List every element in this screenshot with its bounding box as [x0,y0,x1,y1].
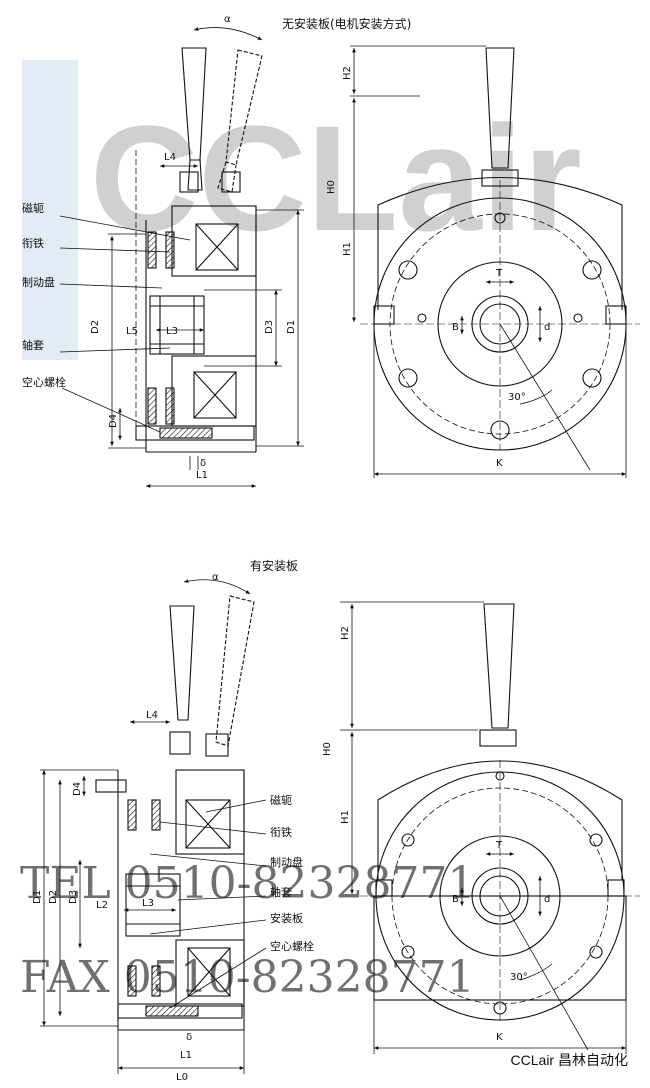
dim-angle-bottom: 30° [510,972,528,983]
bottom-side-view [40,579,267,1074]
watermark-fax: FAX 0510-82328771 [20,952,475,1003]
dim-h1-top: H1 [342,242,353,256]
label-yoke-bottom: 磁轭 [270,793,292,807]
dim-alpha-top: α [224,14,231,25]
dim-d2-bottom: D2 [48,890,59,904]
dim-d2-top: D2 [90,320,101,334]
dim-h0-bottom: H0 [322,742,333,756]
dim-b-top: B [452,322,459,333]
dim-d4-bottom: D4 [72,782,83,796]
dim-l5-top: L5 [126,326,138,337]
dim-d3-top: D3 [264,320,275,334]
dim-t-top: T [495,268,503,279]
dim-d1-top: D1 [286,320,297,334]
dim-h1-bottom: H1 [340,810,351,824]
dim-alpha-bottom: α [212,572,219,583]
dim-h0-top: H0 [326,180,337,194]
dim-l3-bottom: L3 [142,898,154,909]
dim-d3-bottom: D3 [68,890,79,904]
dim-d-top: d [544,322,550,333]
dim-l4-bottom: L4 [146,710,158,721]
dim-b-bottom: B [452,894,459,905]
label-disc-bottom: 制动盘 [270,855,303,869]
dim-l2-bottom: L2 [96,900,108,911]
watermark-contact: TEL 0510-82328771 FAX 0510-82328771 [20,858,475,1003]
dim-delta-top: δ [200,458,206,469]
footer-brand: CCLair 昌林自动化 [510,1052,628,1068]
dim-d-bottom: d [544,894,550,905]
dim-l1-top: L1 [196,470,208,481]
top-side-view [59,27,304,488]
dim-angle-top: 30° [508,392,526,403]
top-front-labels: H2 H0 H1 T B d 30° K [326,66,550,469]
label-armature-top: 衔铁 [22,237,44,250]
top-side-labels: 无安装板(电机安装方式) 磁轭 衔铁 制动盘 轴套 空心螺栓 α L4 L5 L… [22,14,411,481]
dim-h2-top: H2 [342,66,353,80]
dim-k-top: K [496,458,503,469]
dim-l0-bottom: L0 [176,1072,188,1083]
bottom-side-labels: 有安装板 磁轭 衔铁 制动盘 轴套 安装板 空心螺栓 α L4 L2 L3 L1… [32,558,314,1083]
label-plate-bottom: 安装板 [270,911,303,925]
dim-l1-bottom: L1 [180,1050,192,1061]
label-bolt-top: 空心螺栓 [22,375,66,389]
dim-k-bottom: K [496,1032,503,1043]
label-sleeve-bottom: 轴套 [270,885,292,899]
label-disc-top: 制动盘 [22,275,55,289]
label-bolt-bottom: 空心螺栓 [270,939,314,953]
watermark-tel: TEL 0510-82328771 [20,858,475,909]
label-sleeve-top: 轴套 [22,338,44,352]
bottom-front-labels: H2 H0 H1 T B d 30° K [322,626,550,1043]
dim-d4-top: D4 [108,414,119,428]
label-armature-bottom: 衔铁 [270,826,292,839]
dim-l4-top: L4 [164,152,176,163]
dim-t-bottom: T [495,840,503,851]
bottom-front-view [340,601,640,1054]
label-yoke-top: 磁轭 [22,201,44,215]
bottom-caption: 有安装板 [250,558,298,573]
dim-l3-top: L3 [166,326,178,337]
dim-h2-bottom: H2 [340,626,351,640]
dim-delta-bottom: δ [186,1032,192,1043]
top-caption: 无安装板(电机安装方式) [282,16,411,31]
top-front-view [350,45,640,478]
dim-d1-bottom: D1 [32,890,43,904]
